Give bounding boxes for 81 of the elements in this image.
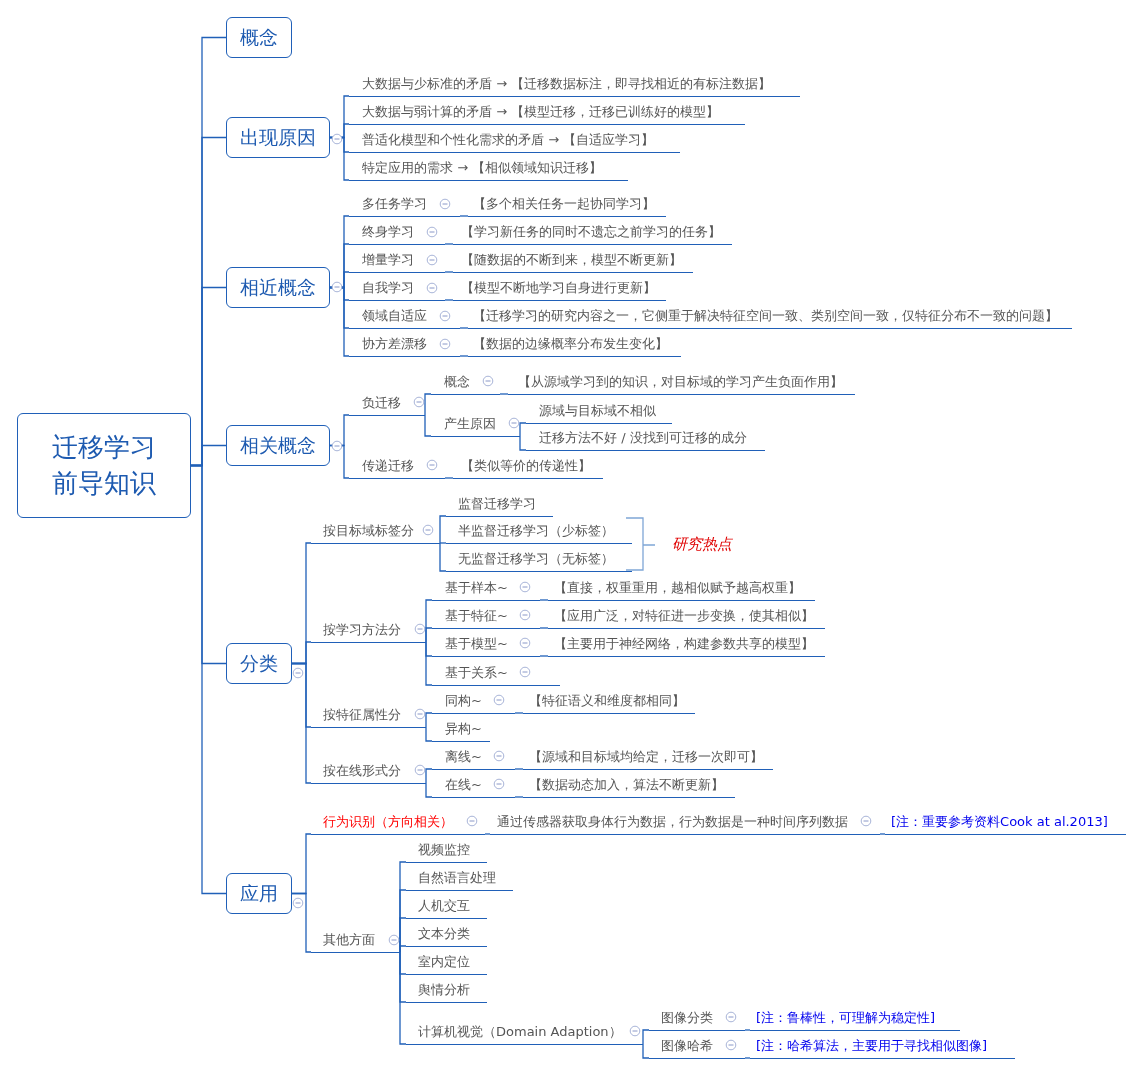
topic-text: 【模型不断地学习自身进行更新】 xyxy=(453,277,666,301)
connector-line xyxy=(539,627,549,629)
topic-text: 视频监控 xyxy=(406,839,487,863)
connector-line xyxy=(514,796,524,798)
topic-text: 自然语言处理 xyxy=(406,867,513,891)
topic-text: 【类似等价的传递性】 xyxy=(453,455,603,479)
topic-box: 迁移学习前导知识 xyxy=(17,413,191,518)
summary-label: 研究热点 xyxy=(672,535,732,554)
connector-line xyxy=(514,712,524,714)
connector-line xyxy=(329,136,350,181)
topic-text: 【数据动态加入，算法不断更新】 xyxy=(523,774,735,798)
topic-text: 【直接，权重重用，越相似赋予越高权重】 xyxy=(548,577,815,601)
topic-box: 分类 xyxy=(226,643,292,684)
connector-line xyxy=(425,641,433,686)
topic-text: 室内定位 xyxy=(406,951,487,975)
topic-text: [注：重要参考资料Cook at al.2013] xyxy=(885,811,1126,835)
topic-box: 概念 xyxy=(226,17,292,58)
topic-text: 监督迁移学习 xyxy=(446,493,553,517)
connector-line xyxy=(459,215,469,217)
topic-text: 人机交互 xyxy=(406,895,487,919)
topic-text: 舆情分析 xyxy=(406,979,487,1003)
topic-text: 源域与目标域不相似 xyxy=(526,400,672,424)
connector-line xyxy=(459,355,469,357)
topic-text: 文本分类 xyxy=(406,923,487,947)
topic-text: 【从源域学习到的知识，对目标域的学习产生负面作用】 xyxy=(508,371,855,395)
connector-line xyxy=(499,393,509,395)
topic-box: 应用 xyxy=(226,873,292,914)
connector-line xyxy=(424,393,432,416)
topic-text: 大数据与少标准的矛盾 → 【迁移数据标注，即寻找相近的有标注数据】 xyxy=(349,73,800,97)
topic-text: 特定应用的需求 → 【相似领域知识迁移】 xyxy=(349,157,628,181)
connector-line xyxy=(444,477,454,479)
connector-line xyxy=(642,1043,650,1059)
topic-text: 大数据与弱计算的矛盾 → 【模型迁移，迁移已训练好的模型】 xyxy=(349,101,745,125)
connector-line xyxy=(291,662,312,784)
topic-text: 普适化模型和个性化需求的矛盾 → 【自适应学习】 xyxy=(349,129,680,153)
topic-box: 相近概念 xyxy=(226,267,330,308)
connector-line xyxy=(444,299,454,301)
connector-line xyxy=(329,286,350,357)
topic-text: 【源域和目标域均给定，迁移一次即可】 xyxy=(523,746,773,770)
topic-text: 【数据的边缘概率分布发生变化】 xyxy=(468,333,681,357)
topic-text: 异构~ xyxy=(432,718,490,742)
topic-box: 相关概念 xyxy=(226,425,330,466)
connector-line xyxy=(484,833,491,835)
connector-line xyxy=(439,542,447,544)
connector-line xyxy=(425,627,433,643)
connector-line xyxy=(399,945,407,953)
topic-text: 迁移方法不好 / 没找到可迁移的成分 xyxy=(526,427,765,451)
connector-line xyxy=(444,271,454,273)
connector-line xyxy=(444,243,454,245)
connector-line xyxy=(425,712,433,728)
connector-line xyxy=(439,515,447,544)
connector-line xyxy=(879,833,886,835)
topic-text: 【随数据的不断到来，模型不断更新】 xyxy=(453,249,693,273)
connector-line xyxy=(519,422,527,437)
connector-line xyxy=(514,768,524,770)
topic-text: 【学习新任务的同时不遗忘之前学习的任务】 xyxy=(453,221,732,245)
connector-line xyxy=(399,951,407,1045)
topic-text: [注：鲁棒性，可理解为稳定性] xyxy=(750,1007,960,1031)
topic-text: 【特征语义和维度都相同】 xyxy=(523,690,695,714)
topic-text: 半监督迁移学习（少标签） xyxy=(446,520,632,544)
connector-line xyxy=(519,435,527,451)
connector-line xyxy=(459,327,469,329)
connector-line xyxy=(425,726,433,742)
topic-text: 【多个相关任务一起协同学习】 xyxy=(468,193,666,217)
topic-text: 无监督迁移学习（无标签） xyxy=(446,548,632,572)
topic-box: 出现原因 xyxy=(226,117,330,158)
connector-line xyxy=(291,892,312,953)
connector-line xyxy=(425,782,433,798)
connector-line xyxy=(190,464,227,895)
topic-text: 【应用广泛，对特征进一步变换，使其相似】 xyxy=(548,605,825,629)
connector-line xyxy=(439,542,447,572)
connector-line xyxy=(744,1057,751,1059)
connector-line xyxy=(539,655,549,657)
topic-text: [注：哈希算法，主要用于寻找相似图像] xyxy=(750,1035,1015,1059)
connector-line xyxy=(425,768,433,784)
topic-text: 【主要用于神经网络，构建参数共享的模型】 xyxy=(548,633,825,657)
connector-line xyxy=(642,1029,650,1045)
connector-line xyxy=(539,599,549,601)
connector-line xyxy=(744,1029,751,1031)
topic-text: 【迁移学习的研究内容之一，它侧重于解决特征空间一致、类别空间一致，仅特征分布不一致的问题】 xyxy=(468,305,1072,329)
connector-line xyxy=(424,414,432,437)
